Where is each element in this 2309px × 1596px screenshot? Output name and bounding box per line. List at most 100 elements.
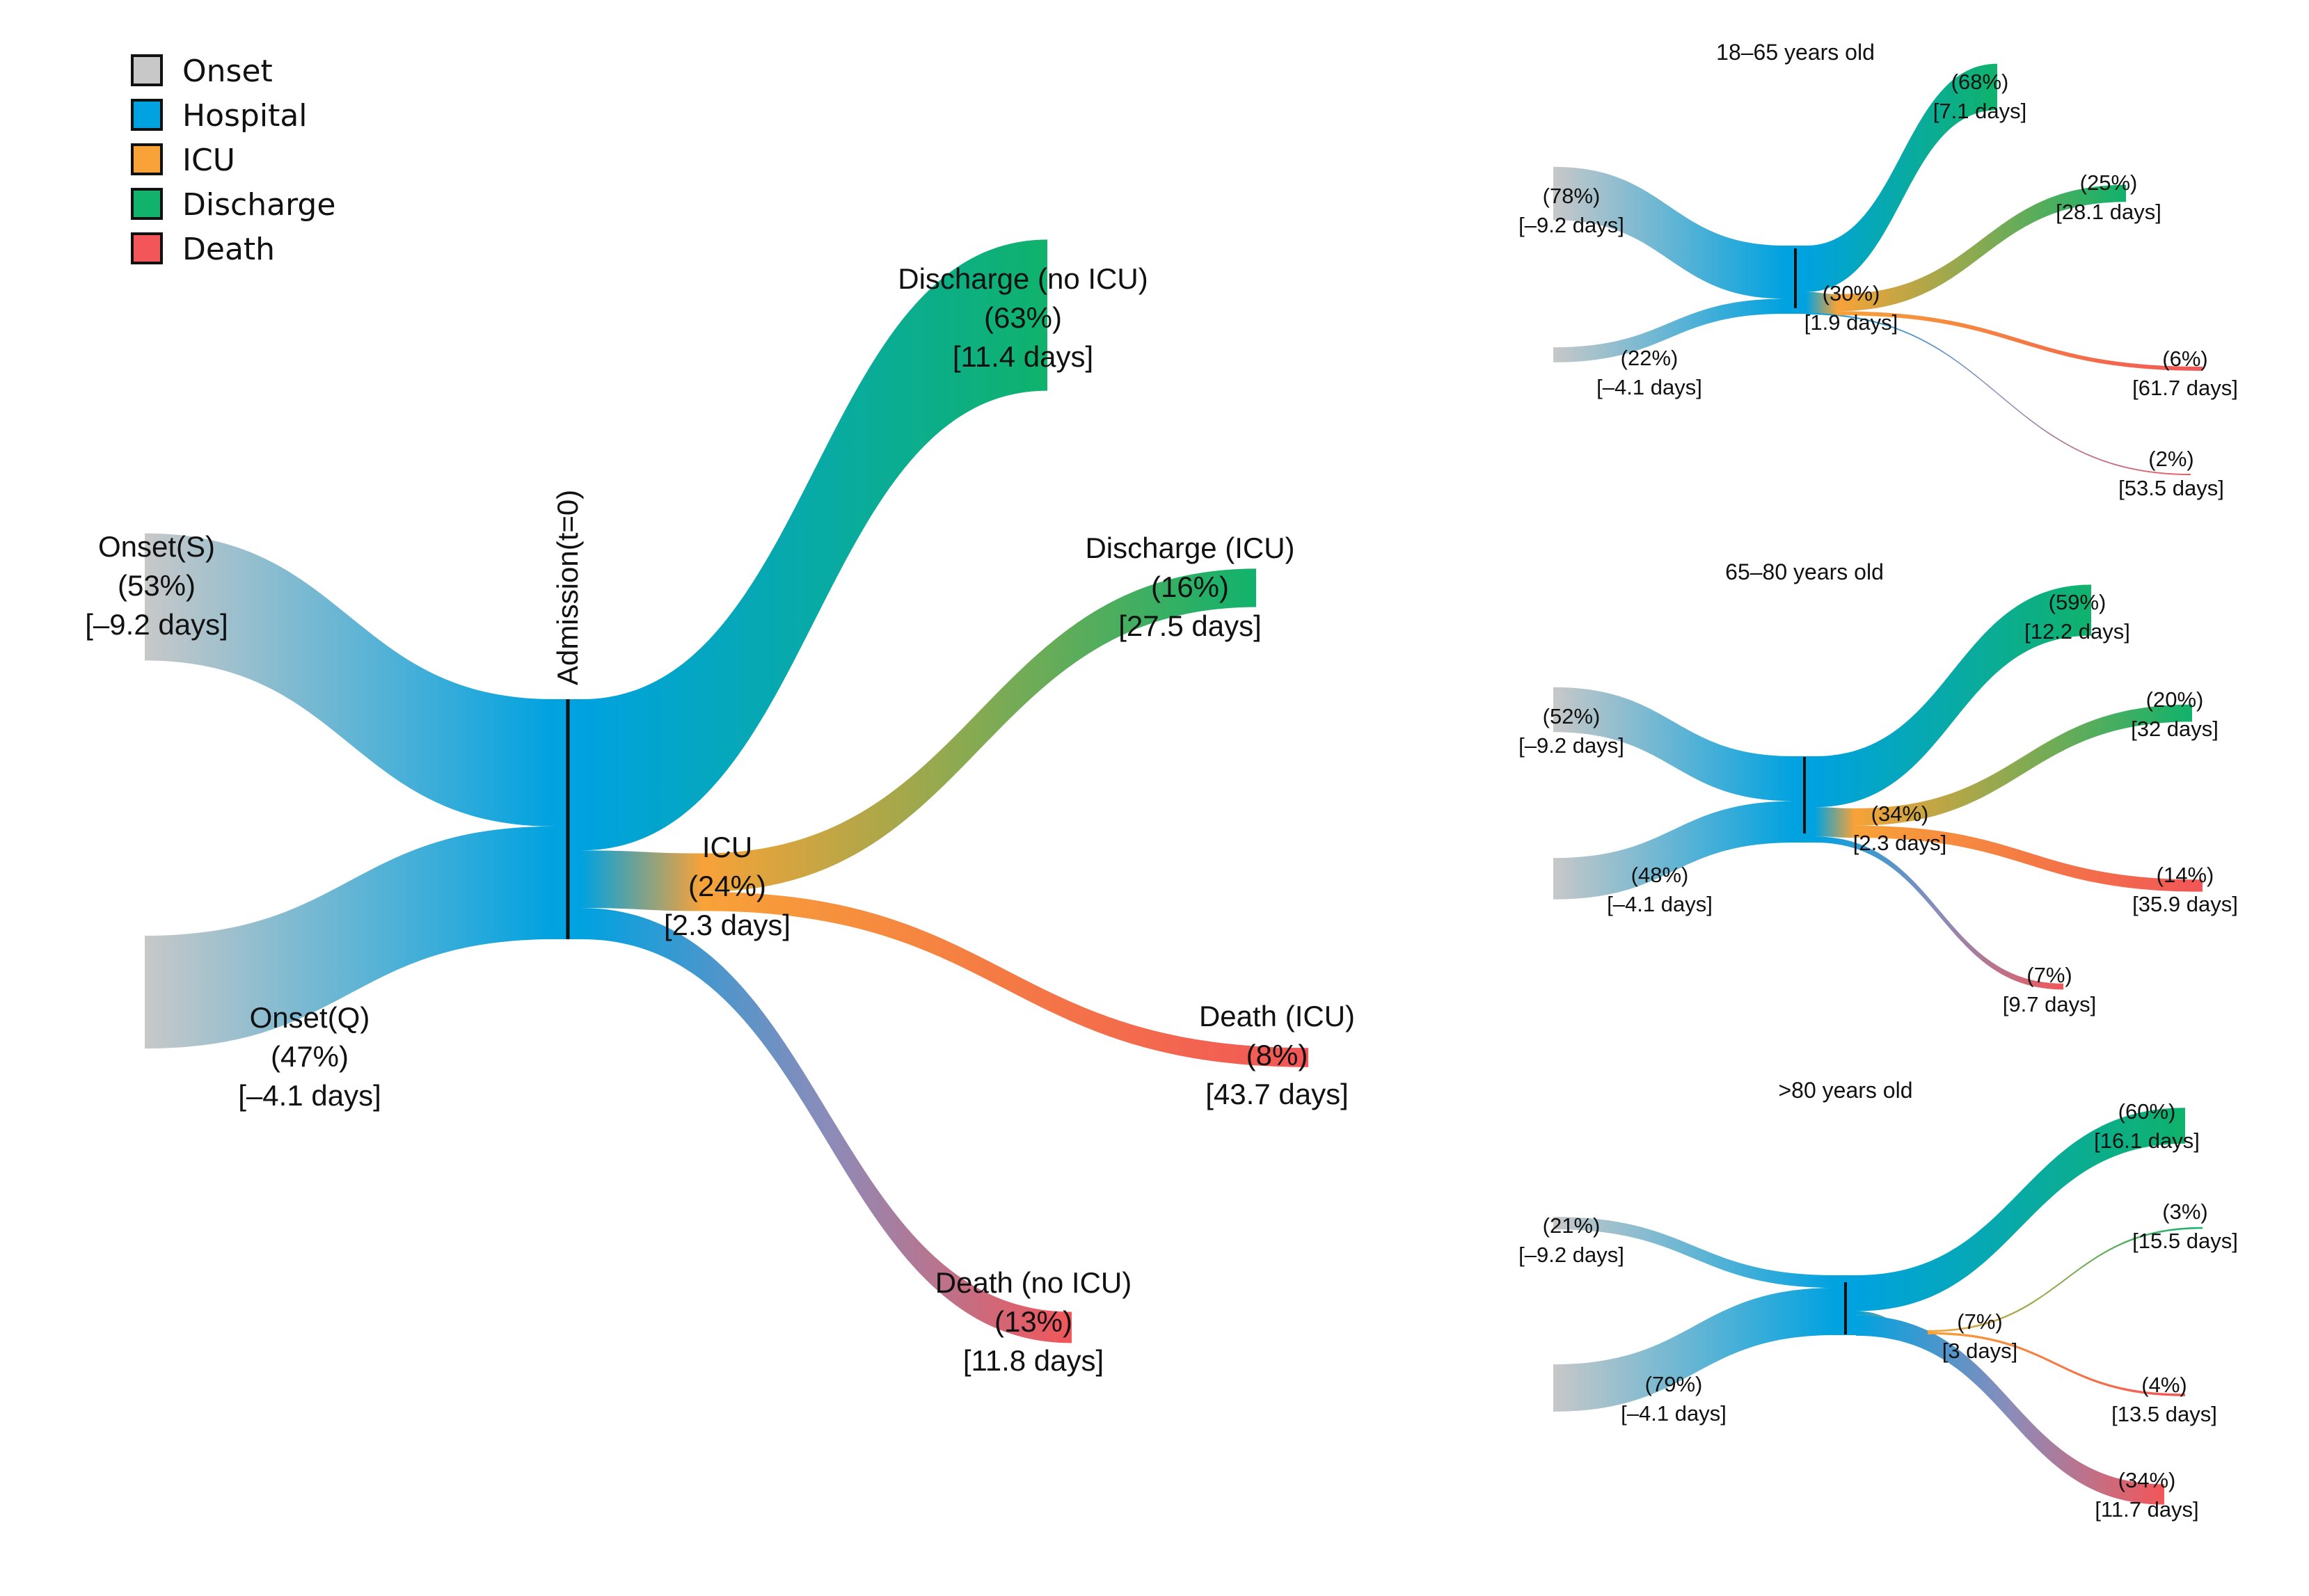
onset-q-days: [–4.1 days] bbox=[238, 1079, 381, 1112]
death-icu-days: [43.7 days] bbox=[1205, 1078, 1348, 1110]
legend-item-icu: ICU bbox=[131, 143, 235, 178]
discharge-no-icu-name: Discharge (no ICU) bbox=[898, 262, 1148, 295]
panel-65-80-onset-s-days: [–9.2 days] bbox=[1518, 733, 1624, 758]
main-flow-icu-death bbox=[703, 891, 1308, 1067]
panel-80-plus-onset-s-days: [–9.2 days] bbox=[1518, 1243, 1624, 1267]
legend-label-discharge: Discharge bbox=[182, 187, 335, 223]
panel-18-65-death-icu-pct: (6%) bbox=[2162, 346, 2207, 371]
legend-label-onset: Onset bbox=[182, 54, 273, 89]
icu-days: [2.3 days] bbox=[664, 909, 791, 941]
legend-label-death: Death bbox=[182, 232, 275, 267]
panel-18-65-death-no-icu-pct: (2%) bbox=[2148, 447, 2193, 471]
panel-65-80-onset-q-days: [–4.1 days] bbox=[1607, 892, 1713, 916]
legend: Onset Hospital ICU Discharge Death bbox=[131, 54, 335, 267]
panel-18-65-flow-to-icu bbox=[1806, 292, 1837, 316]
panel-80-plus-discharge-no-icu-pct: (60%) bbox=[2118, 1099, 2176, 1124]
panel-80-plus-flow-onset-q bbox=[1553, 1288, 1835, 1412]
panel-80-plus-onset-q-days: [–4.1 days] bbox=[1621, 1401, 1727, 1426]
panel-18-65-flow-onset-s bbox=[1553, 166, 1785, 299]
panel-80-plus-discharge-icu-pct: (3%) bbox=[2162, 1199, 2207, 1224]
panel-80-plus-flow-icu-discharge bbox=[1928, 1227, 2203, 1332]
onset-s-pct: (53%) bbox=[118, 569, 196, 602]
panel-65-80-icu-pct: (34%) bbox=[1871, 801, 1929, 826]
main-flow-onset-s bbox=[145, 533, 554, 827]
panel-18-65-onset-q-pct: (22%) bbox=[1621, 346, 1679, 370]
panel-18-65-flow-icu-discharge bbox=[1837, 184, 2126, 312]
panel-18-65-flow-discharge-no-icu bbox=[1806, 63, 1997, 292]
panel-65-80-discharge-icu-days: [32 days] bbox=[2131, 717, 2219, 741]
legend-label-hospital: Hospital bbox=[182, 98, 308, 134]
discharge-no-icu-days: [11.4 days] bbox=[953, 340, 1093, 373]
onset-s-name: Onset(S) bbox=[98, 530, 215, 563]
panel-65-80-flows bbox=[1553, 584, 2203, 990]
panel-65-80-flow-onset-s bbox=[1553, 687, 1794, 801]
onset-s-days: [–9.2 days] bbox=[85, 608, 228, 641]
panel-65-80-icu-days: [2.3 days] bbox=[1853, 831, 1946, 855]
panel-65-80-death-icu-days: [35.9 days] bbox=[2132, 892, 2238, 916]
icu-name: ICU bbox=[702, 831, 752, 863]
panel-65-80-flow-icu-discharge bbox=[1855, 704, 2192, 826]
panel-18-65-discharge-no-icu-pct: (68%) bbox=[1951, 70, 2009, 94]
panel-65-80-labels: 65–80 years old (52%) [–9.2 days] (48%) … bbox=[1518, 559, 2238, 1016]
panel-18-65-flow-icu-death bbox=[1837, 311, 2203, 371]
panel-18-65-icu-pct: (30%) bbox=[1823, 281, 1880, 305]
panel-18-65-death-no-icu-days: [53.5 days] bbox=[2118, 476, 2224, 500]
panel-18-65-labels: 18–65 years old (78%) [–9.2 days] (22%) … bbox=[1518, 40, 2238, 500]
death-icu-pct: (8%) bbox=[1246, 1039, 1308, 1071]
panel-18-65-discharge-no-icu-days: [7.1 days] bbox=[1933, 99, 2026, 123]
panel-65-80-discharge-no-icu-days: [12.2 days] bbox=[2024, 619, 2130, 644]
panel-65-80-onset-s-pct: (52%) bbox=[1543, 704, 1601, 728]
panel-65-80-flow-to-icu bbox=[1815, 807, 1855, 838]
panel-80-plus-death-no-icu-days: [11.7 days] bbox=[2095, 1497, 2198, 1522]
panel-18-65-flows bbox=[1553, 63, 2203, 475]
panel-80-plus-death-no-icu-pct: (34%) bbox=[2118, 1468, 2176, 1492]
discharge-icu-days: [27.5 days] bbox=[1118, 609, 1261, 642]
legend-item-death: Death bbox=[131, 232, 275, 267]
main-flow-to-icu bbox=[582, 850, 703, 911]
main-flow-discharge-no-icu bbox=[582, 239, 1047, 851]
panel-80-plus-flow-onset-s bbox=[1553, 1216, 1835, 1288]
main-flow-onset-q bbox=[145, 826, 554, 1049]
panel-65-80-death-no-icu-pct: (7%) bbox=[2026, 963, 2072, 987]
death-icu-name: Death (ICU) bbox=[1199, 1000, 1355, 1032]
discharge-no-icu-pct: (63%) bbox=[984, 301, 1062, 334]
panel-65-80-title: 65–80 years old bbox=[1725, 559, 1884, 584]
panel-18-65-discharge-icu-pct: (25%) bbox=[2080, 170, 2138, 195]
icu-pct: (24%) bbox=[688, 870, 766, 902]
panel-80-plus-flow-death-no-icu bbox=[1856, 1315, 2164, 1505]
panel-65-80-death-icu-pct: (14%) bbox=[2157, 863, 2214, 887]
panel-65-80-flow-icu-death bbox=[1855, 825, 2203, 892]
panel-65-80-flow-death-no-icu bbox=[1815, 836, 2063, 990]
onset-q-pct: (47%) bbox=[271, 1040, 349, 1073]
panel-80-plus-discharge-no-icu-days: [16.1 days] bbox=[2094, 1128, 2200, 1153]
panel-65-80-flow-discharge-no-icu bbox=[1815, 584, 2091, 808]
panel-18-65-death-icu-days: [61.7 days] bbox=[2132, 376, 2238, 400]
death-no-icu-name: Death (no ICU) bbox=[935, 1266, 1132, 1299]
panel-80-plus-onset-q-pct: (79%) bbox=[1645, 1372, 1703, 1396]
discharge-icu-name: Discharge (ICU) bbox=[1085, 532, 1294, 564]
panel-18-65-onset-q-days: [–4.1 days] bbox=[1596, 375, 1702, 399]
panel-65-80-discharge-icu-pct: (20%) bbox=[2146, 687, 2204, 712]
panel-18-65-onset-s-pct: (78%) bbox=[1543, 184, 1601, 208]
legend-item-hospital: Hospital bbox=[131, 98, 308, 134]
panel-80-plus-icu-pct: (7%) bbox=[1957, 1309, 2002, 1334]
panel-80-plus-death-icu-pct: (4%) bbox=[2141, 1373, 2187, 1397]
death-no-icu-pct: (13%) bbox=[994, 1305, 1072, 1338]
panel-18-65-icu-days: [1.9 days] bbox=[1804, 310, 1898, 335]
panel-80-plus-onset-s-pct: (21%) bbox=[1543, 1213, 1601, 1238]
panel-18-65-flow-death-no-icu bbox=[1806, 313, 2191, 475]
legend-item-onset: Onset bbox=[131, 54, 273, 89]
legend-swatch-icu bbox=[131, 143, 163, 175]
panel-18-65-title: 18–65 years old bbox=[1716, 40, 1875, 65]
legend-label-icu: ICU bbox=[182, 143, 235, 178]
panel-18-65-onset-s-days: [–9.2 days] bbox=[1518, 213, 1624, 237]
main-flow-icu-discharge bbox=[703, 568, 1256, 892]
panel-65-80-onset-q-pct: (48%) bbox=[1631, 863, 1689, 887]
legend-swatch-death bbox=[131, 232, 163, 264]
legend-item-discharge: Discharge bbox=[131, 187, 335, 223]
panel-80-plus-flow-discharge-no-icu bbox=[1856, 1108, 2185, 1311]
legend-swatch-hospital bbox=[131, 99, 163, 131]
legend-swatch-onset bbox=[131, 54, 163, 86]
panel-80-plus-death-icu-days: [13.5 days] bbox=[2111, 1402, 2217, 1426]
